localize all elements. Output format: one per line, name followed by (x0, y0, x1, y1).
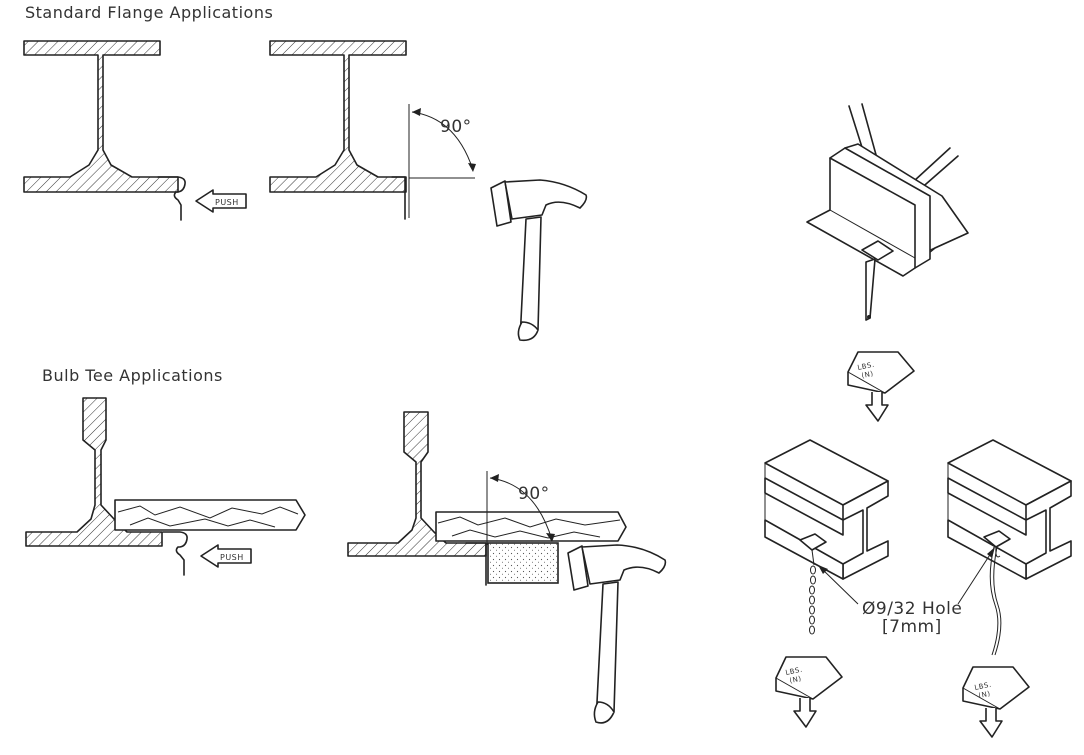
push-label-bulb: PUSH (220, 553, 244, 562)
hanger-wire (989, 546, 1002, 656)
angle-iron-3d (806, 103, 969, 277)
weight-load-top: LBS. (N) (847, 351, 915, 422)
angle-label-top: 90° (440, 117, 472, 137)
beam-clip-seated (391, 176, 406, 220)
wire-clip (983, 530, 1011, 548)
weight-unit-metric-right: (N) (978, 690, 992, 700)
chain (809, 565, 816, 635)
section-title-standard-flange: Standard Flange Applications (25, 3, 273, 22)
weight-unit-metric-top: (N) (861, 370, 875, 380)
i-beam-3d-left (764, 439, 889, 580)
push-arrow-bulb: PUSH (200, 544, 252, 568)
weight-unit-metric-left: (N) (789, 675, 803, 685)
section-title-bulb-tee: Bulb Tee Applications (42, 366, 223, 385)
weight-load-right: LBS. (N) (962, 666, 1030, 738)
weight-unit-top: LBS. (857, 361, 876, 372)
hole-size-label: Ø9/32 Hole (862, 599, 962, 619)
beam-clip-left (157, 176, 186, 221)
i-beam-right (269, 40, 407, 193)
chain-clip (799, 533, 827, 566)
angle-indicator-bottom: 90° (486, 471, 555, 545)
push-label-left: PUSH (215, 198, 239, 207)
hammer-top (490, 179, 588, 342)
angle-label-bottom: 90° (518, 484, 550, 504)
angle-indicator-top: 90° (408, 104, 476, 218)
hole-callout: Ø9/32 Hole [7mm] (818, 547, 995, 637)
push-arrow-left: PUSH (195, 189, 247, 213)
i-beam-3d-right (947, 439, 1072, 580)
wood-block (487, 542, 559, 584)
hammer-bottom (567, 544, 667, 724)
bulb-tee-left (25, 397, 163, 547)
ceiling-panel-left (114, 499, 306, 531)
bulb-tee-clip-left (162, 531, 188, 576)
ceiling-panel-right (435, 511, 627, 542)
bulb-tee-clip-seated (465, 542, 487, 586)
weight-unit-right: LBS. (974, 681, 993, 692)
hanger-strap-clip (861, 240, 894, 321)
weight-unit-left: LBS. (785, 666, 804, 677)
weight-load-left: LBS. (N) (775, 656, 843, 728)
hole-metric-label: [7mm] (882, 617, 942, 637)
i-beam-left (23, 40, 179, 193)
